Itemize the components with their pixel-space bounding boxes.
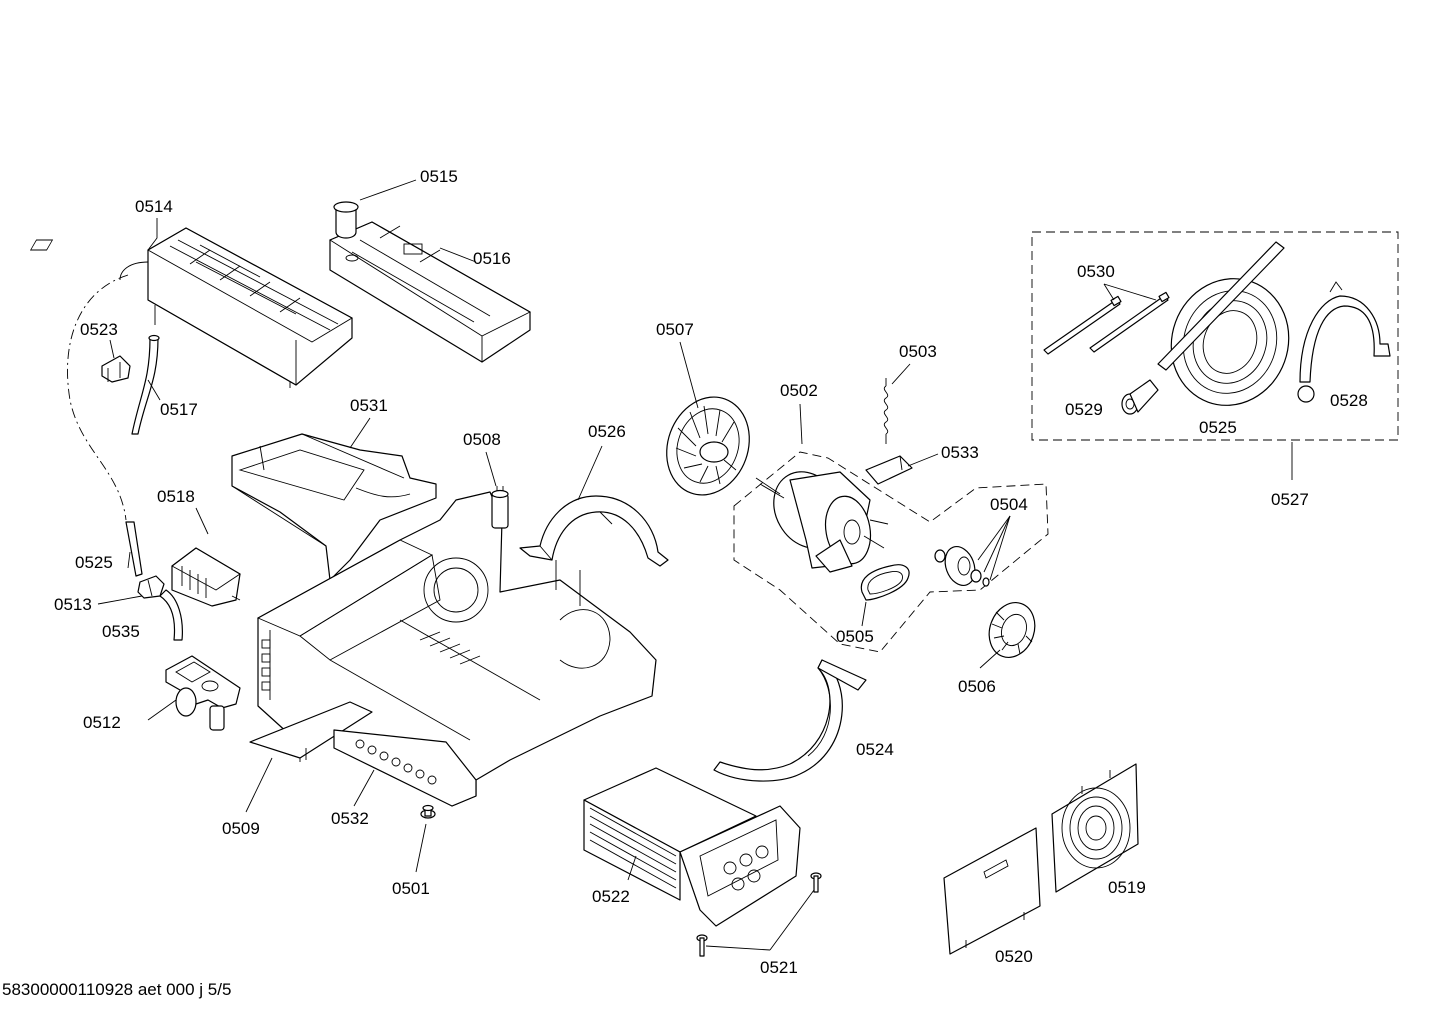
water-container-0514 — [29, 227, 353, 388]
label-0535: 0535 — [102, 622, 140, 641]
label-0525-right: 0525 — [1199, 418, 1237, 437]
label-0516: 0516 — [473, 249, 511, 268]
label-0523: 0523 — [80, 320, 118, 339]
label-0508: 0508 — [463, 430, 501, 449]
strip-0532 — [333, 729, 477, 807]
label-0507: 0507 — [656, 320, 694, 339]
cover-0518 — [171, 547, 241, 607]
label-0531: 0531 — [350, 396, 388, 415]
pump-0512 — [165, 655, 241, 731]
label-0527: 0527 — [1271, 490, 1309, 509]
hose-bracket-0528 — [1297, 281, 1391, 403]
label-0528: 0528 — [1330, 391, 1368, 410]
base-frame — [256, 491, 657, 807]
fitting-0529 — [1121, 379, 1159, 415]
pulley-0504 — [934, 546, 990, 587]
hose-0525-left — [125, 521, 143, 577]
label-0524: 0524 — [856, 740, 894, 759]
label-0526: 0526 — [588, 422, 626, 441]
label-0515: 0515 — [420, 167, 458, 186]
label-0518: 0518 — [157, 487, 195, 506]
label-0512: 0512 — [83, 713, 121, 732]
water-tank-0516 — [329, 221, 531, 363]
leader-lines — [97, 179, 1293, 951]
label-0513: 0513 — [54, 595, 92, 614]
label-0509: 0509 — [222, 819, 260, 838]
kit-0527-box — [1031, 231, 1399, 441]
label-0529: 0529 — [1065, 400, 1103, 419]
bracket-0533 — [865, 455, 913, 485]
drum-cover-0526 — [519, 495, 669, 606]
label-0532: 0532 — [331, 809, 369, 828]
label-0517: 0517 — [160, 400, 198, 419]
label-0503: 0503 — [899, 342, 937, 361]
label-0501: 0501 — [392, 879, 430, 898]
label-0505: 0505 — [836, 627, 874, 646]
cable-ties-0530 — [1043, 291, 1170, 355]
part-labels: 0514 0515 0516 0523 0517 0531 0508 0526 … — [54, 167, 1368, 977]
motor-0502 — [755, 471, 889, 573]
air-duct-0531 — [231, 433, 437, 581]
panel-0520 — [943, 827, 1041, 955]
label-0525-left: 0525 — [75, 553, 113, 572]
hose-route-0525 — [67, 274, 129, 521]
coiled-hose-0525 — [1157, 241, 1290, 406]
screw-0521-b — [696, 934, 708, 957]
impeller-0506 — [988, 602, 1036, 658]
condenser-0522 — [583, 767, 801, 927]
hose-0535 — [159, 589, 183, 641]
label-0506: 0506 — [958, 677, 996, 696]
fan-wheel-0507 — [666, 396, 750, 496]
capacitor-0508 — [491, 486, 509, 529]
belt-0505 — [860, 564, 910, 601]
hose-0517 — [131, 334, 160, 435]
clip-0523 — [101, 355, 131, 383]
document-id-footer: 58300000110928 aet 000 j 5/5 — [2, 980, 232, 999]
connector-0513 — [137, 575, 165, 599]
label-0504: 0504 — [990, 495, 1028, 514]
screw-0501 — [420, 804, 436, 819]
label-0522: 0522 — [592, 887, 630, 906]
motor-group-outline — [733, 451, 1049, 653]
label-0533: 0533 — [941, 443, 979, 462]
tank-cap-0515 — [333, 201, 359, 239]
panel-0519 — [1051, 763, 1139, 893]
label-0519: 0519 — [1108, 878, 1146, 897]
label-0520: 0520 — [995, 947, 1033, 966]
label-0502: 0502 — [780, 381, 818, 400]
label-0521: 0521 — [760, 958, 798, 977]
screw-0521-a — [810, 872, 822, 893]
seal-strip-0524 — [713, 659, 867, 782]
label-0530: 0530 — [1077, 262, 1115, 281]
spring-0503 — [883, 378, 889, 444]
label-0514: 0514 — [135, 197, 173, 216]
plate-0509 — [249, 701, 373, 762]
